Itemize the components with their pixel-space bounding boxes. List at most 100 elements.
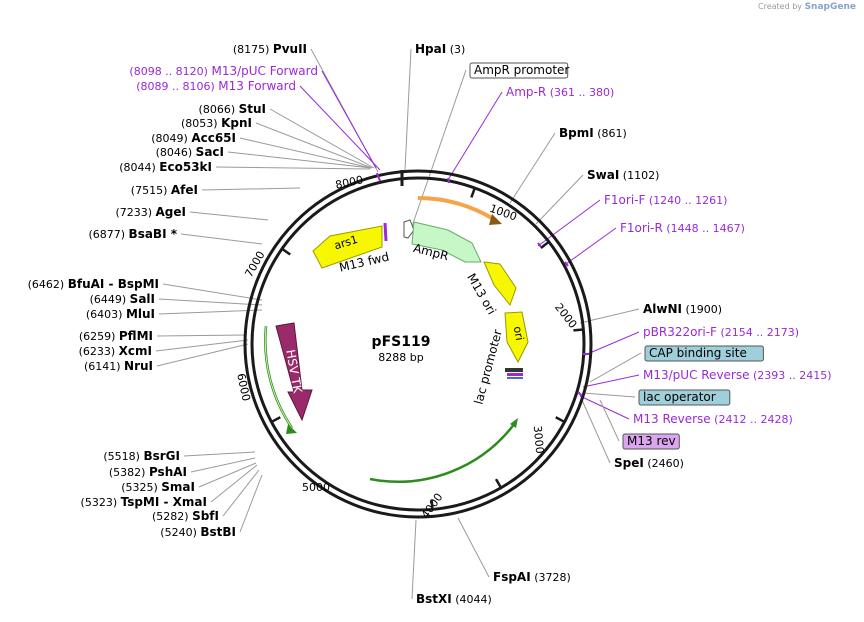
connector-line — [599, 399, 620, 442]
primer-marker-f1ori-f — [537, 242, 542, 248]
tick-label: 8000 — [334, 173, 364, 192]
label-box — [638, 389, 731, 406]
connector-line — [447, 91, 503, 181]
feature-label-35: (5323) TspMI - XmaI — [81, 495, 207, 509]
connector-line — [565, 227, 617, 265]
label-position: (8049) — [151, 132, 188, 145]
feature-label-34: (5325) SmaI — [121, 480, 195, 494]
feature-label-12: SwaI (1102) — [587, 168, 659, 182]
label-box-text: M13 rev — [627, 434, 676, 448]
label-box — [622, 433, 680, 450]
feature-label-3: (8098 .. 8120) M13/pUC Forward — [129, 64, 318, 78]
label-name: AfeI — [171, 183, 198, 197]
feature-layer — [264, 172, 589, 483]
label-name: SmaI — [161, 480, 195, 494]
tick-mark — [540, 240, 550, 249]
tick-mark — [281, 247, 291, 256]
feature-label-1: HpaI (3) — [415, 42, 465, 56]
green-bottom-arc-head — [510, 418, 518, 428]
plasmid-name: pFS119 — [372, 334, 431, 350]
label-position: (2412 .. 2428) — [714, 413, 793, 426]
feature-label-36: (5282) SbfI — [152, 509, 219, 523]
connector-line — [579, 395, 630, 420]
feature-label-28: lac operator — [638, 389, 731, 406]
label-name: TspMI - XmaI — [121, 495, 207, 509]
label-text: Amp-R (361 .. 380) — [506, 85, 614, 99]
label-box-text: lac operator — [643, 390, 716, 404]
lac-operator-mark — [505, 368, 523, 372]
label-position: (2154 .. 2173) — [720, 326, 799, 339]
label-position: (6259) — [79, 330, 116, 343]
label-text: F1ori-F (1240 .. 1261) — [604, 193, 727, 207]
ars1-feature — [312, 225, 383, 269]
label-position: (3) — [450, 43, 466, 56]
cap-site-mark — [507, 373, 523, 376]
label-text: (8044) Eco53kI — [119, 160, 212, 174]
label-position: (8098 .. 8120) — [129, 65, 208, 78]
label-text: (8098 .. 8120) M13/pUC Forward — [129, 64, 318, 78]
feature-label-21: AlwNI (1900) — [643, 302, 722, 316]
tick-mark — [270, 416, 281, 424]
label-position: (361 .. 380) — [550, 86, 615, 99]
label-text: (5282) SbfI — [152, 509, 219, 523]
label-text: HpaI (3) — [415, 42, 465, 56]
label-position: (5325) — [121, 481, 158, 494]
connector-line — [321, 70, 377, 169]
label-position: (5282) — [152, 510, 189, 523]
label-position: (8066) — [199, 103, 236, 116]
label-name: SalI — [130, 292, 155, 306]
label-name: Amp-R — [506, 85, 546, 99]
feature-label-32: (5518) BsrGI — [103, 449, 180, 463]
label-position: (5323) — [81, 496, 118, 509]
label-position: (6449) — [90, 293, 127, 306]
connector-line — [535, 174, 584, 225]
tick-label: 3000 — [531, 425, 546, 454]
label-position: (861) — [597, 127, 627, 140]
m13-rev-mark — [507, 377, 523, 379]
label-position: (1900) — [686, 303, 723, 316]
lac-promoter-label: lac promoter — [471, 328, 504, 406]
label-position: (7515) — [131, 184, 168, 197]
m13-ori-feature — [483, 261, 517, 307]
snapgene-credit: Created by SnapGene — [758, 2, 856, 12]
connector-line — [156, 334, 247, 337]
label-text: (5323) TspMI - XmaI — [81, 495, 207, 509]
label-text: (8175) PvuII — [233, 42, 307, 56]
feature-label-14: F1ori-F (1240 .. 1261) — [604, 193, 727, 207]
feature-label-10: (8044) Eco53kI — [119, 160, 212, 174]
label-text: BstXI (4044) — [416, 592, 492, 606]
label-name: KpnI — [221, 116, 252, 130]
connector-line — [201, 187, 301, 191]
connector-line — [222, 469, 260, 517]
label-position: (8053) — [181, 117, 218, 130]
label-text: M13 Reverse (2412 .. 2428) — [633, 412, 793, 426]
ampr-promoter-arrow — [403, 219, 415, 239]
connector-line — [299, 85, 381, 171]
label-name: F1ori-R — [620, 221, 663, 235]
tick-mark — [573, 328, 584, 332]
feature-label-25: (6141) NruI — [84, 359, 153, 373]
label-text: pBR322ori-F (2154 .. 2173) — [643, 325, 799, 339]
tick-label: 5000 — [302, 481, 330, 494]
primer-marker-f1ori-r — [564, 261, 569, 267]
green-left-arc-glow — [264, 325, 293, 429]
label-position: (6403) — [86, 308, 123, 321]
label-name: StuI — [239, 102, 266, 116]
label-text: (6259) PflMI — [79, 329, 153, 343]
feature-label-18: (6462) BfuAI - BspMI — [28, 277, 159, 291]
connector-line — [582, 392, 636, 398]
feature-label-16: F1ori-R (1448 .. 1467) — [620, 221, 745, 235]
green-bottom-arc — [369, 422, 517, 483]
label-name: BstXI — [416, 592, 452, 606]
credit-prefix: Created by — [758, 2, 803, 11]
label-text: (5382) PshAI — [109, 465, 187, 479]
connector-line — [198, 462, 257, 488]
tick-label: 6000 — [234, 372, 253, 402]
orange-feature-arc — [417, 196, 497, 222]
tick-mark — [470, 187, 476, 198]
connector-line — [584, 331, 640, 356]
label-name: BpmI — [559, 126, 594, 140]
ori-feature — [504, 311, 529, 364]
feature-label-19: (6449) SalI — [90, 292, 155, 306]
label-name: PflMI — [119, 329, 153, 343]
